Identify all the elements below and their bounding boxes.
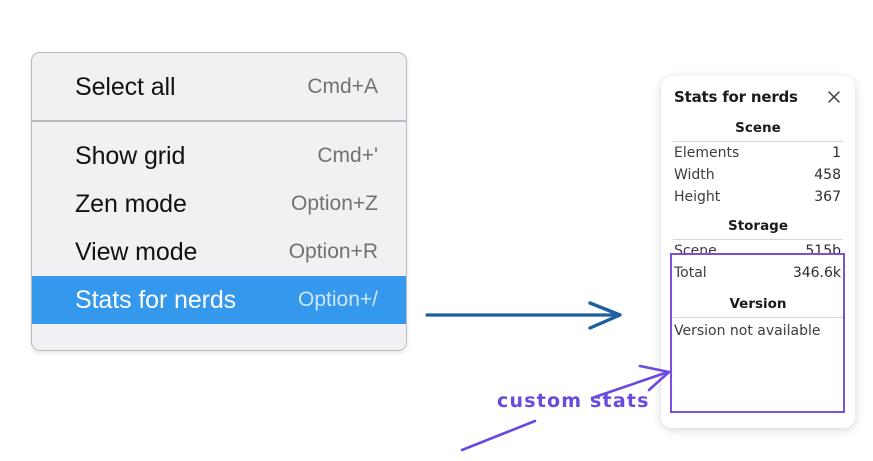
stat-row-scene-storage: Scene 515b (661, 240, 855, 262)
section-heading-storage: Storage (727, 218, 789, 234)
menu-section-1: Select all Cmd+A (32, 53, 406, 120)
blue-arrow (425, 301, 622, 330)
menu-footer (32, 324, 406, 350)
stat-value: 1 (832, 145, 841, 161)
stat-value: 458 (814, 167, 841, 183)
close-icon[interactable] (825, 88, 843, 106)
menu-item-label: Select all (75, 72, 176, 101)
purple-underline-stroke (460, 419, 537, 452)
menu-item-shortcut: Option+Z (291, 192, 378, 215)
stat-value: 367 (814, 189, 841, 205)
stat-row-height: Height 367 (661, 186, 855, 208)
menu-item-view-mode[interactable]: View mode Option+R (32, 228, 406, 276)
menu-item-shortcut: Option+R (288, 240, 378, 263)
menu-section-2: Show grid Cmd+' Zen mode Option+Z View m… (32, 122, 406, 324)
section-heading-scene: Scene (735, 120, 781, 136)
stat-label: Elements (674, 145, 740, 161)
menu-item-zen-mode[interactable]: Zen mode Option+Z (32, 180, 406, 228)
stat-row-total-storage: Total 346.6k (661, 262, 855, 284)
section-divider (673, 317, 843, 318)
menu-item-label: Zen mode (75, 189, 187, 218)
menu-item-select-all[interactable]: Select all Cmd+A (32, 63, 406, 111)
stat-value: 515b (805, 243, 841, 259)
menu-item-label: Stats for nerds (75, 285, 237, 314)
menu-item-shortcut: Option+/ (298, 288, 378, 311)
stat-row-width: Width 458 (661, 164, 855, 186)
version-value: Version not available (674, 323, 821, 339)
stat-row-elements: Elements 1 (661, 142, 855, 164)
panel-title: Stats for nerds (674, 88, 798, 106)
panel-header: Stats for nerds (661, 76, 855, 112)
menu-item-stats-for-nerds[interactable]: Stats for nerds Option+/ (32, 276, 406, 324)
section-heading-version: Version (729, 296, 787, 312)
stat-label: Width (674, 167, 715, 183)
stat-value: 346.6k (792, 265, 841, 281)
menu-item-label: View mode (75, 237, 198, 266)
stats-for-nerds-panel[interactable]: Stats for nerds Scene Elements 1 Width 4… (661, 76, 855, 428)
section-divider (673, 239, 843, 240)
menu-item-shortcut: Cmd+A (307, 75, 378, 98)
canvas-context-menu[interactable]: Select all Cmd+A Show grid Cmd+' Zen mod… (31, 52, 407, 351)
stat-label: Height (674, 189, 721, 205)
menu-divider (32, 120, 406, 122)
menu-item-label: Show grid (75, 141, 186, 170)
stat-label: Total (674, 265, 707, 281)
menu-item-show-grid[interactable]: Show grid Cmd+' (32, 132, 406, 180)
menu-item-shortcut: Cmd+' (317, 144, 378, 167)
stat-label: Scene (674, 243, 717, 259)
section-divider (673, 141, 843, 142)
custom-stats-annotation-label: custom stats (497, 390, 650, 412)
